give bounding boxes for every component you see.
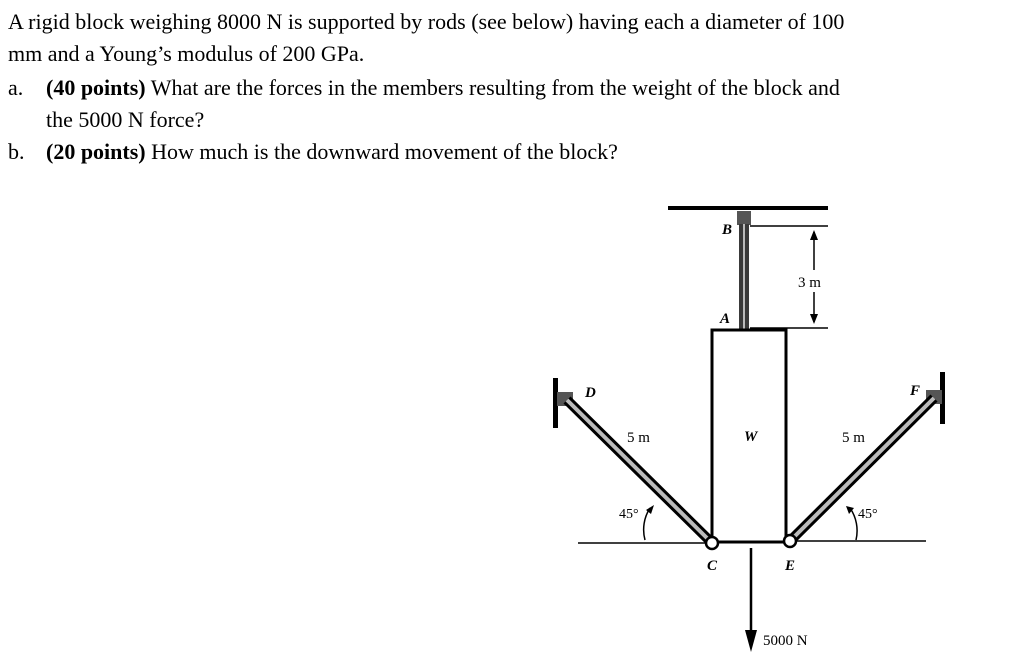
pin-c bbox=[704, 535, 720, 551]
rigid-block bbox=[710, 328, 788, 544]
label-c: C bbox=[707, 558, 718, 574]
label-a: A bbox=[719, 311, 730, 327]
part-b-question: b. (20 points) How much is the downward m… bbox=[8, 136, 618, 168]
force-label: 5000 N bbox=[763, 633, 808, 649]
part-b-marker: b. bbox=[8, 139, 25, 164]
part-b-text: How much is the downward movement of the… bbox=[145, 139, 618, 164]
wall-support-d bbox=[553, 378, 558, 428]
dim-arrow-up bbox=[810, 230, 818, 240]
dim-rod-dc: 5 m bbox=[627, 430, 650, 446]
force-arrow-head bbox=[745, 630, 757, 652]
angle-arc-right bbox=[849, 507, 858, 541]
pin-b bbox=[737, 211, 751, 225]
problem-intro-line2: mm and a Young’s modulus of 200 GPa. bbox=[8, 41, 365, 66]
part-a-question-continued: the 5000 N force? bbox=[46, 107, 205, 132]
wall-support-f bbox=[940, 372, 945, 424]
part-a-marker: a. bbox=[8, 75, 24, 100]
problem-intro-line1: A rigid block weighing 8000 N is support… bbox=[8, 9, 845, 34]
dim-arrow-down bbox=[810, 314, 818, 324]
dim-rod-ab: 3 m bbox=[798, 275, 821, 291]
label-w: W bbox=[744, 429, 759, 445]
angle-arc-left bbox=[642, 507, 651, 541]
label-e: E bbox=[784, 558, 795, 574]
label-b: B bbox=[721, 222, 732, 238]
pin-e bbox=[782, 533, 798, 549]
part-b-points: (20 points) bbox=[46, 139, 146, 164]
label-d: D bbox=[584, 385, 596, 401]
angle-right-label: 45° bbox=[858, 507, 878, 522]
angle-left-label: 45° bbox=[619, 507, 639, 522]
part-a-points: (40 points) bbox=[46, 75, 146, 100]
part-a-question: a. (40 points) What are the forces in the… bbox=[8, 72, 840, 104]
label-f: F bbox=[909, 383, 920, 399]
part-a-text: What are the forces in the members resul… bbox=[145, 75, 840, 100]
dim-rod-ef: 5 m bbox=[842, 430, 865, 446]
